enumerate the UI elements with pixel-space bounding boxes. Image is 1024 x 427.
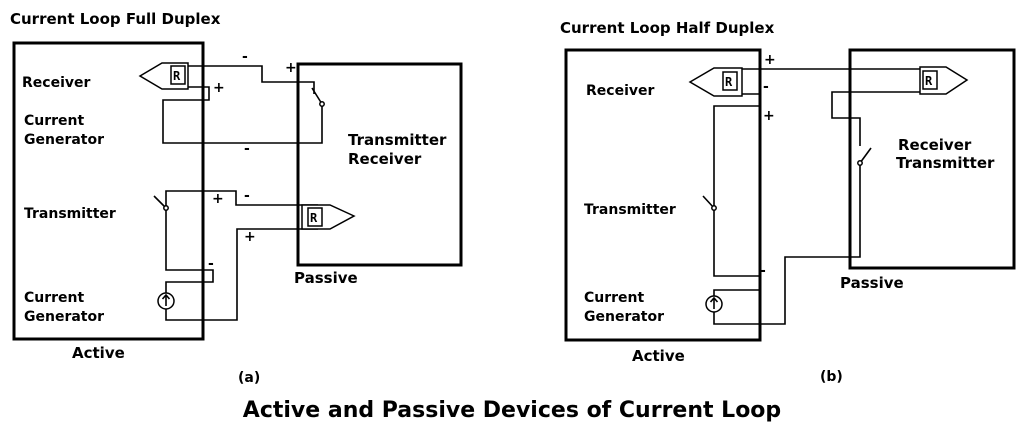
switch-icon — [857, 147, 872, 166]
current-source-icon — [705, 295, 723, 313]
receiver-buffer-icon: R — [919, 66, 969, 95]
panel-a-passive-label: Passive — [294, 269, 358, 287]
panel-a-wire-transmitter-out — [165, 190, 318, 208]
panel-b-heading: Current Loop Half Duplex — [560, 19, 775, 37]
panel-a-pol-receiver-plus: + — [213, 80, 225, 96]
panel-b-active-label: Active — [632, 347, 685, 365]
panel-a: Current Loop Full Duplex Receiver Curren… — [10, 10, 463, 386]
panel-b-active-box — [564, 48, 762, 342]
switch-icon — [702, 195, 717, 211]
panel-a-pol-tx-plus: + — [212, 191, 224, 207]
receiver-buffer-icon: R — [301, 204, 356, 230]
current-source-icon — [157, 292, 175, 310]
panel-a-passive-resistor: R — [310, 211, 318, 225]
panel-a-pol-tx-minus: - — [244, 188, 250, 204]
panel-a-current-gen-top-line1: Current — [24, 113, 85, 129]
panel-b-transmitter-label: Transmitter — [584, 202, 676, 218]
panel-a-transmitter-label: Transmitter — [24, 206, 116, 222]
panel-a-wire-passive-switch-return — [298, 104, 323, 144]
switch-icon — [153, 195, 169, 211]
panel-a-pol-passive-plus: + — [285, 60, 297, 76]
panel-a-caption: (a) — [238, 370, 260, 386]
panel-a-pol-return-minus: - — [244, 141, 250, 157]
panel-b-current-gen-line1: Current — [584, 290, 645, 306]
panel-b-passive-line2: Transmitter — [896, 154, 995, 172]
panel-b-caption: (b) — [820, 369, 843, 385]
panel-b-pol-receiver-minus: - — [763, 79, 769, 95]
panel-a-wire-receiver-plus — [162, 86, 298, 144]
panel-a-receiver-label: Receiver — [22, 75, 90, 91]
panel-b-passive-box — [848, 48, 1016, 270]
panel-b-pol-gen-minus: - — [760, 263, 766, 279]
switch-icon — [311, 87, 325, 107]
panel-a-current-gen-bottom-line1: Current — [24, 290, 85, 306]
panel-a-active-label: Active — [72, 344, 125, 362]
panel-b-wire-passive-switch — [831, 91, 920, 146]
panel-b-passive-line1: Receiver — [898, 136, 972, 154]
panel-a-passive-line1: Transmitter — [348, 131, 447, 149]
panel-b-pol-top-plus: + — [764, 52, 776, 68]
panel-a-passive-box — [296, 62, 463, 267]
panel-a-pol-receiver-minus: - — [242, 49, 248, 65]
panel-a-wire-receiver-minus — [188, 65, 315, 94]
panel-b-current-gen-line2: Generator — [584, 309, 664, 325]
panel-a-wire-gen-return — [165, 228, 318, 321]
panel-b-passive-resistor: R — [925, 74, 933, 88]
panel-b-wire-receiver-down — [713, 93, 761, 208]
panel-b-receiver-resistor: R — [725, 75, 733, 89]
panel-b-wire-gen-return — [713, 163, 861, 325]
panel-b-pol-receiver-plus: + — [763, 108, 775, 124]
panel-b-wire-transmitter-to-gen — [713, 208, 761, 296]
receiver-buffer-icon: R — [688, 67, 743, 97]
panel-a-wire-transmitter-to-gen — [165, 208, 214, 293]
figure-title: Active and Passive Devices of Current Lo… — [243, 398, 781, 423]
panel-a-current-gen-top-line2: Generator — [24, 132, 104, 148]
panel-a-passive-line2: Receiver — [348, 150, 422, 168]
panel-b: Current Loop Half Duplex Receiver Transm… — [560, 19, 1016, 385]
panel-a-heading: Current Loop Full Duplex — [10, 10, 221, 28]
panel-a-pol-rx-plus: + — [244, 229, 256, 245]
panel-a-receiver-resistor: R — [173, 69, 181, 83]
panel-b-passive-label: Passive — [840, 274, 904, 292]
panel-b-receiver-label: Receiver — [586, 83, 654, 99]
panel-a-current-gen-bottom-line2: Generator — [24, 309, 104, 325]
receiver-buffer-icon: R — [138, 62, 189, 90]
panel-a-pol-gen-minus: - — [208, 256, 214, 272]
